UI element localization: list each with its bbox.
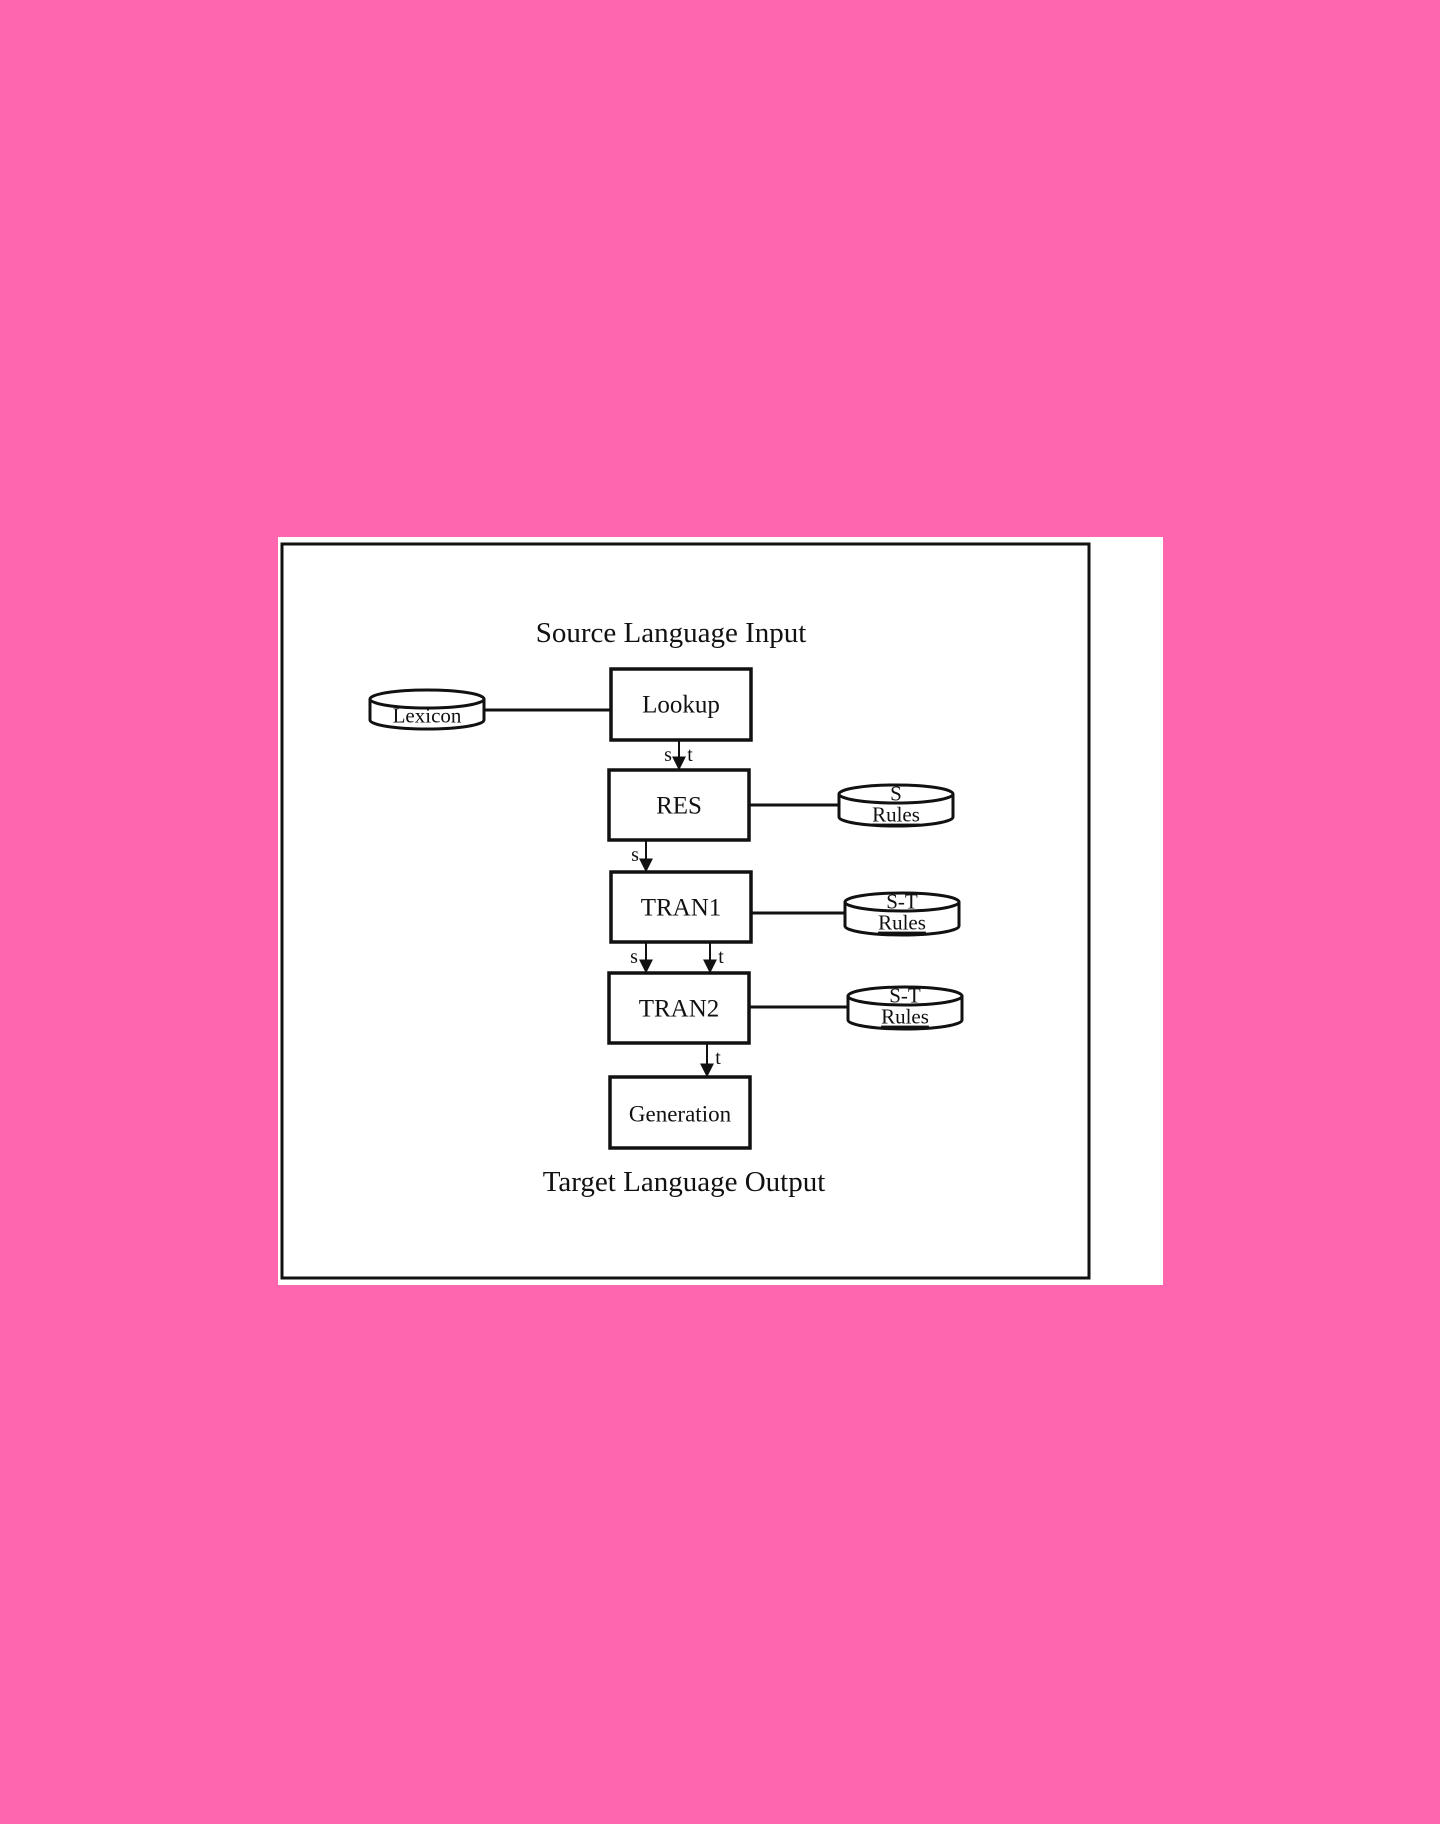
lexicon-store [368, 688, 486, 731]
st-rules-1-store-line1: S-T [886, 889, 918, 914]
lookup-label: Lookup [642, 691, 720, 719]
st-rules-2-store-label: S-T Rules [881, 983, 929, 1029]
edge-label-lookup-res-t: t [687, 744, 693, 766]
st-rules-2-store-line1: S-T [889, 983, 921, 1008]
st-rules-1-store-line2: Rules [878, 911, 926, 935]
edge-label-lookup-res-s: s [664, 744, 672, 766]
tran2-label: TRAN2 [638, 995, 720, 1023]
tran2-box [607, 971, 751, 1045]
lookup-box [609, 667, 753, 742]
lexicon-store-line1: Lexicon [392, 703, 462, 728]
source-input-title: Source Language Input [535, 617, 807, 649]
figure-frame [280, 542, 1091, 1280]
edge-label-tran2-generation-t: t [715, 1047, 721, 1069]
lexicon-store-label: Lexicon [392, 703, 462, 728]
s-rules-store-line1: S [890, 781, 902, 806]
figure-panel: Source Language Input Target Language Ou… [278, 537, 1163, 1285]
generation-box [608, 1075, 752, 1150]
edge-label-res-tran1-s: s [631, 844, 639, 866]
edge-label-tran1-tran2-s: s [630, 946, 638, 968]
flow-diagram [280, 542, 1091, 1280]
target-output-title: Target Language Output [542, 1166, 826, 1198]
st-rules-2-store-line2: Rules [881, 1005, 929, 1029]
edge-label-tran1-tran2-t: t [718, 946, 724, 968]
generation-label: Generation [628, 1101, 732, 1127]
tran1-label: TRAN1 [640, 894, 722, 922]
st-rules-1-store [843, 891, 961, 937]
res-label: RES [656, 792, 702, 820]
res-box [607, 768, 751, 842]
s-rules-store [837, 783, 955, 828]
st-rules-2-store [846, 985, 964, 1031]
st-rules-1-store-label: S-T Rules [878, 889, 926, 935]
s-rules-store-label: S Rules [872, 781, 920, 827]
s-rules-store-line2: Rules [872, 803, 920, 827]
tran1-box [609, 870, 753, 944]
